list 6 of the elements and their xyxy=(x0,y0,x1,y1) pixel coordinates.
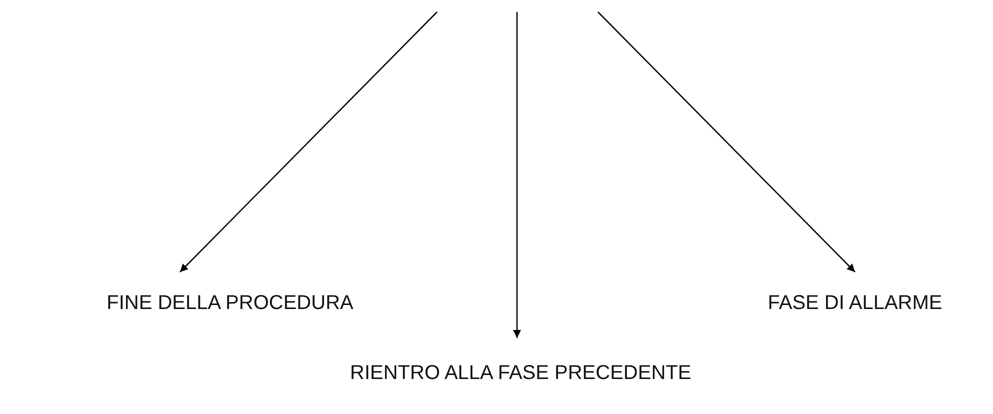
arrow xyxy=(513,12,521,338)
node-label: FINE DELLA PROCEDURA xyxy=(85,272,375,315)
node-label: RIENTRO ALLA FASE PRECEDENTE xyxy=(350,338,690,385)
arrow xyxy=(598,12,856,272)
node-label: FASE DI ALLARME xyxy=(740,272,970,315)
arrow xyxy=(180,12,438,272)
